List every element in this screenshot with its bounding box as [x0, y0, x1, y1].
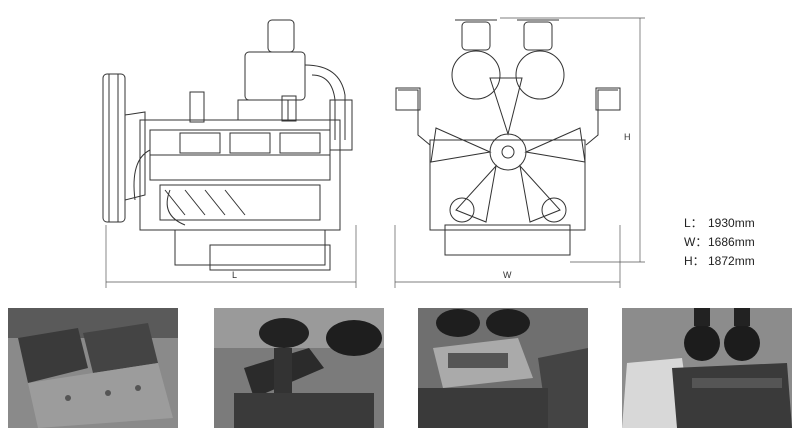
width-height-dimensions	[394, 17, 645, 288]
front-view-drawing	[395, 19, 621, 256]
engine-photo-4	[622, 308, 792, 428]
engine-photo-1	[8, 308, 178, 428]
spec-length: L： 1930mm	[684, 214, 755, 233]
spec-key: H：	[684, 254, 705, 268]
width-dimension-label: W	[503, 270, 512, 280]
engine-photo-3	[418, 308, 588, 428]
length-dimension	[105, 225, 357, 288]
spec-height: H： 1872mm	[684, 252, 755, 271]
length-dimension-label: L	[232, 270, 237, 280]
side-view-drawing	[102, 19, 353, 271]
spec-width: W： 1686mm	[684, 233, 755, 252]
height-dimension-label: H	[624, 132, 631, 142]
spec-value: 1930mm	[708, 216, 755, 230]
spec-value: 1872mm	[708, 254, 755, 268]
engine-photo-2	[214, 308, 384, 428]
spec-key: W：	[684, 235, 708, 249]
dimension-specs: L： 1930mm W： 1686mm H： 1872mm	[684, 214, 755, 271]
spec-value: 1686mm	[708, 235, 755, 249]
spec-key: L：	[684, 216, 703, 230]
engine-line-drawings: L W H	[102, 17, 645, 288]
